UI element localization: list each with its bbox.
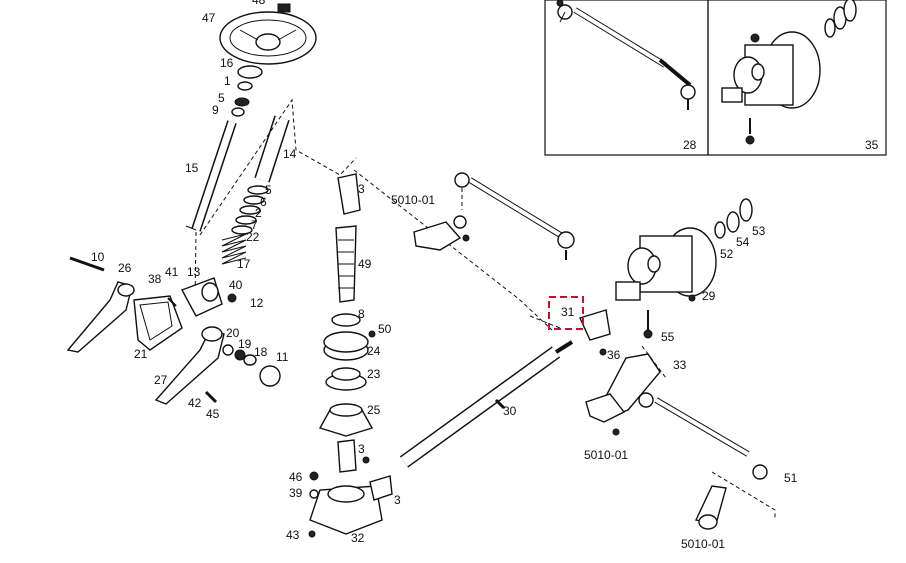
label-12: 12: [250, 296, 264, 310]
inset-steering-box: [721, 0, 857, 145]
inset-tie-rod: [556, 0, 696, 110]
label-51: 51: [784, 471, 798, 485]
label-52: 52: [720, 247, 734, 261]
label-32: 32: [351, 531, 365, 545]
label-3a: 3: [358, 182, 365, 196]
label-3c: 3: [394, 493, 401, 507]
pitman-arm-lower: [585, 345, 776, 530]
label-29: 29: [702, 289, 716, 303]
label-36: 36: [607, 348, 621, 362]
label-40: 40: [229, 278, 243, 292]
label-16: 16: [220, 56, 234, 70]
label-5010-01-bottom: 5010-01: [681, 537, 726, 551]
label-2: 2: [255, 206, 262, 220]
label-1: 1: [224, 74, 231, 88]
label-21: 21: [134, 347, 148, 361]
label-13: 13: [187, 265, 201, 279]
highlight-box: [548, 296, 584, 330]
label-20: 20: [226, 326, 240, 340]
label-3b: 3: [358, 442, 365, 456]
label-47: 47: [202, 11, 216, 25]
tie-rod-upper: [413, 172, 575, 260]
label-50: 50: [378, 322, 392, 336]
label-41: 41: [165, 265, 179, 279]
label-15: 15: [185, 161, 199, 175]
label-30: 30: [503, 404, 517, 418]
label-19: 19: [238, 337, 252, 351]
label-5a: 5: [218, 91, 225, 105]
inset-panels: [544, 0, 887, 156]
label-18: 18: [254, 345, 268, 359]
label-31: 31: [561, 305, 575, 319]
label-45: 45: [206, 407, 220, 421]
label-11: 11: [276, 350, 289, 364]
label-55: 55: [661, 330, 675, 344]
center-shaft-assembly: [308, 169, 553, 538]
label-5010-01-top: 5010-01: [391, 193, 436, 207]
column-parts: [185, 65, 357, 306]
label-39: 39: [289, 486, 303, 500]
intermediate-shaft: [399, 340, 574, 468]
steering-box-main: [529, 198, 753, 356]
label-23: 23: [367, 367, 381, 381]
label-14: 14: [283, 147, 297, 161]
label-8: 8: [358, 307, 365, 321]
label-24: 24: [367, 344, 381, 358]
label-46: 46: [289, 470, 303, 484]
label-22: 22: [246, 230, 260, 244]
steering-wheel: [219, 3, 317, 65]
label-5b: 5: [265, 183, 272, 197]
label-6: 6: [260, 195, 267, 209]
label-33: 33: [673, 358, 687, 372]
label-48: 48: [252, 0, 266, 7]
label-53: 53: [752, 224, 766, 238]
label-7: 7: [251, 218, 258, 232]
label-38: 38: [148, 272, 162, 286]
brackets-left: [66, 256, 281, 405]
label-17: 17: [237, 257, 251, 271]
label-54: 54: [736, 235, 750, 249]
label-26: 26: [118, 261, 132, 275]
label-27: 27: [154, 373, 168, 387]
label-25: 25: [367, 403, 381, 417]
label-9: 9: [212, 103, 219, 117]
label-42: 42: [188, 396, 202, 410]
label-5010-01-mid: 5010-01: [584, 448, 629, 462]
label-35: 35: [865, 138, 879, 152]
label-49: 49: [358, 257, 372, 271]
label-43: 43: [286, 528, 300, 542]
label-10: 10: [91, 250, 105, 264]
label-28: 28: [683, 138, 697, 152]
